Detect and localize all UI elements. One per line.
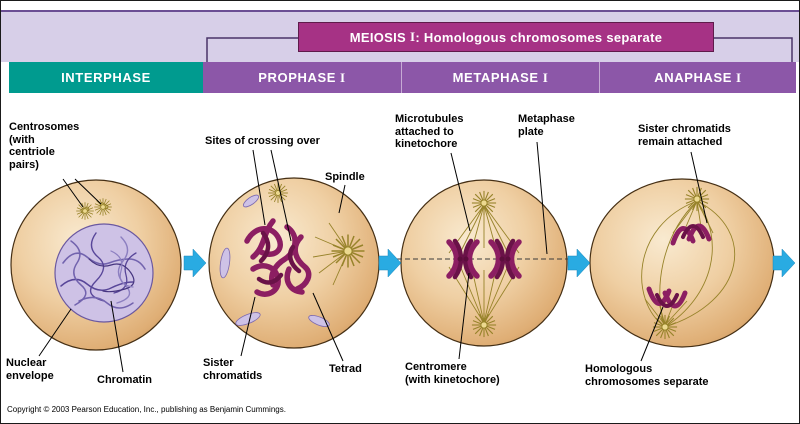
- pointer-lines: [38, 141, 708, 373]
- label-chromatin: Chromatin: [97, 374, 152, 386]
- chromatin-squiggles: [60, 232, 146, 309]
- tetrad-chromosomes: [244, 218, 312, 297]
- label-tetrad: Tetrad: [329, 363, 362, 375]
- phase-numeral: I: [542, 69, 549, 85]
- right-arrow-icon: [183, 248, 207, 278]
- right-arrow-icon: [772, 248, 796, 278]
- label-crossing-over: Sites of crossing over: [205, 135, 320, 147]
- label-microtubules: Microtubules attached to kinetochore: [395, 113, 464, 151]
- phase-numeral: I: [736, 69, 742, 85]
- label-spindle: Spindle: [325, 171, 365, 183]
- phase-label: INTERPHASE: [61, 70, 151, 85]
- banner-prefix: MEIOSIS: [349, 29, 407, 45]
- phase-numeral: I: [340, 69, 346, 85]
- label-sister-chromatids-attached: Sister chromatids remain attached: [638, 123, 731, 148]
- flow-arrows: [183, 248, 796, 278]
- label-centrosomes: Centrosomes (with centriole pairs): [9, 121, 80, 171]
- metaphase-cell: [397, 179, 573, 347]
- separating-chromosomes: [646, 223, 712, 309]
- nucleus: [54, 223, 154, 323]
- label-nuclear-envelope: Nuclear envelope: [6, 357, 54, 382]
- anaphase-cell: [589, 178, 775, 348]
- label-sister-chromatids: Sister chromatids: [203, 357, 263, 382]
- prophase-cell: [208, 177, 380, 349]
- label-centromere: Centromere (with kinetochore): [405, 361, 500, 386]
- right-arrow-icon: [378, 248, 402, 278]
- phase-header-interphase: INTERPHASE: [9, 62, 203, 93]
- banner-numeral: I: [410, 29, 416, 44]
- label-homologous-separate: Homologous chromosomes separate: [585, 363, 709, 388]
- phase-label: ANAPHASE: [654, 70, 733, 85]
- label-metaphase-plate: Metaphase plate: [518, 113, 575, 138]
- aligned-tetrads: [446, 238, 522, 280]
- phase-label: PROPHASE: [258, 70, 337, 85]
- banner-suffix: : Homologous chromosomes separate: [415, 29, 663, 45]
- copyright-notice: Copyright © 2003 Pearson Education, Inc.…: [7, 405, 286, 414]
- right-arrow-icon: [567, 248, 591, 278]
- phase-label: METAPHASE: [452, 70, 539, 85]
- interphase-cell: [10, 179, 182, 351]
- nuclear-envelope-fragments: [219, 194, 330, 327]
